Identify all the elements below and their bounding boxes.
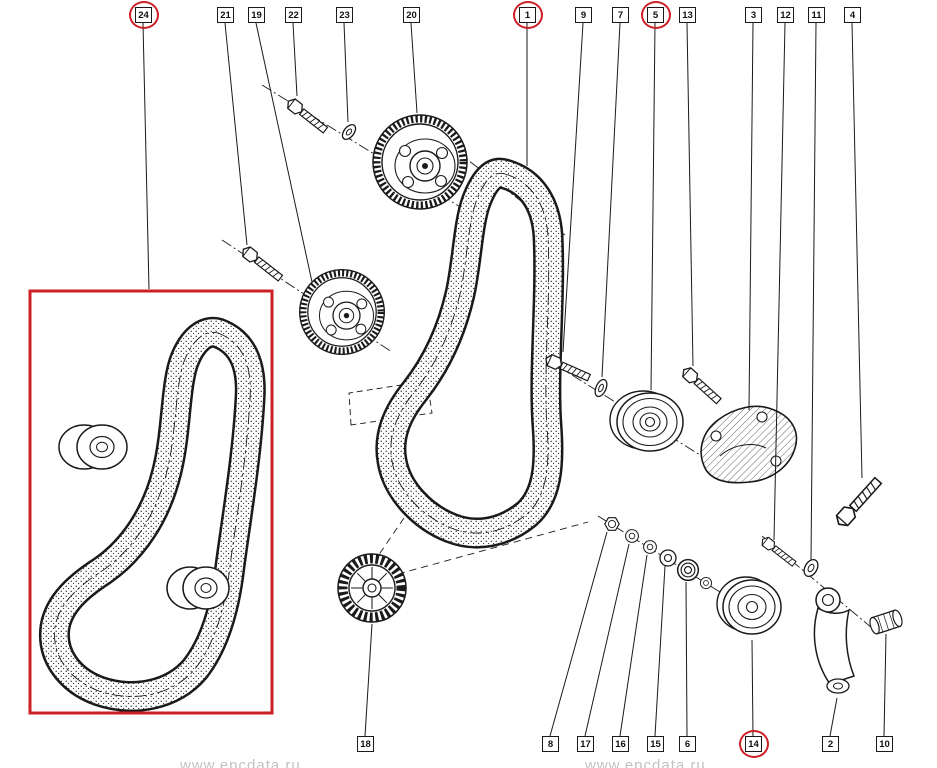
tensioner-pulley-14 bbox=[716, 576, 782, 635]
hardware-stack bbox=[604, 517, 713, 590]
part-callout[interactable]: 12 bbox=[777, 7, 794, 23]
callout-number: 21 bbox=[220, 9, 231, 21]
part-callout[interactable]: 8 bbox=[542, 736, 559, 752]
callout-number: 16 bbox=[615, 738, 626, 750]
part-callout[interactable]: 19 bbox=[248, 7, 265, 23]
part-callout[interactable]: 17 bbox=[577, 736, 594, 752]
callout-number: 12 bbox=[780, 9, 791, 21]
leader-lines bbox=[142, 22, 887, 737]
callout-number: 17 bbox=[580, 738, 591, 750]
part-callout[interactable]: 6 bbox=[679, 736, 696, 752]
callout-number: 20 bbox=[406, 9, 417, 21]
part-callout[interactable]: 20 bbox=[403, 7, 420, 23]
callout-number: 1 bbox=[524, 9, 531, 21]
watermark-text: www.epcdata.ru bbox=[180, 757, 301, 768]
mounting-bracket-3 bbox=[700, 405, 798, 484]
timing-belt bbox=[375, 157, 565, 549]
washer-7 bbox=[594, 378, 608, 398]
crankshaft-sprocket bbox=[337, 553, 407, 623]
part-callout[interactable]: 11 bbox=[808, 7, 825, 23]
part-callout[interactable]: 7 bbox=[612, 7, 629, 23]
sprocket-bolt-22 bbox=[283, 95, 330, 136]
callout-number: 19 bbox=[251, 9, 262, 21]
part-callout[interactable]: 14 bbox=[738, 730, 769, 758]
callout-number: 4 bbox=[849, 9, 856, 21]
part-callout[interactable]: 13 bbox=[679, 7, 696, 23]
callout-number: 11 bbox=[811, 9, 822, 21]
callout-number: 23 bbox=[339, 9, 350, 21]
part-callout[interactable]: 10 bbox=[876, 736, 893, 752]
tensioner-pulley-5 bbox=[609, 390, 684, 452]
callout-number: 8 bbox=[547, 738, 554, 750]
part-callout[interactable]: 22 bbox=[285, 7, 302, 23]
camshaft-sprocket bbox=[372, 114, 468, 210]
callout-number: 2 bbox=[827, 738, 834, 750]
callout-number: 15 bbox=[650, 738, 661, 750]
callout-number: 3 bbox=[750, 9, 757, 21]
part-callout[interactable]: 3 bbox=[745, 7, 762, 23]
timing-belt-kit bbox=[38, 316, 266, 712]
part-callout[interactable]: 24 bbox=[128, 1, 159, 29]
part-callout[interactable]: 18 bbox=[357, 736, 374, 752]
callout-number: 10 bbox=[879, 738, 890, 750]
part-callout[interactable]: 1 bbox=[512, 1, 543, 29]
part-callout[interactable]: 9 bbox=[575, 7, 592, 23]
part-callout[interactable]: 2 bbox=[822, 736, 839, 752]
part-callout[interactable]: 21 bbox=[217, 7, 234, 23]
spacer-bushing-10 bbox=[869, 609, 903, 635]
part-callout[interactable]: 23 bbox=[336, 7, 353, 23]
bracket-bolt-13 bbox=[679, 364, 724, 407]
intermediate-sprocket bbox=[299, 269, 385, 355]
kit-highlight-box bbox=[28, 289, 274, 715]
part-callout[interactable]: 15 bbox=[647, 736, 664, 752]
callout-number: 14 bbox=[748, 738, 759, 750]
washer-23 bbox=[341, 123, 357, 141]
callout-number: 13 bbox=[682, 9, 693, 21]
washer-11 bbox=[803, 558, 819, 578]
callout-number: 9 bbox=[580, 9, 587, 21]
kit-roller-b bbox=[166, 566, 230, 610]
part-callout[interactable]: 5 bbox=[640, 1, 671, 29]
tensioner-arm-2 bbox=[813, 587, 855, 694]
sprocket-bolt-21 bbox=[238, 243, 285, 284]
watermark-text: www.epcdata.ru bbox=[585, 757, 706, 768]
part-callout[interactable]: 16 bbox=[612, 736, 629, 752]
callout-number: 7 bbox=[617, 9, 624, 21]
part-callout[interactable]: 4 bbox=[844, 7, 861, 23]
callout-number: 5 bbox=[652, 9, 659, 21]
callout-number: 6 bbox=[684, 738, 691, 750]
long-bolt-4 bbox=[832, 474, 885, 531]
stud-12 bbox=[758, 534, 798, 569]
kit-roller-a bbox=[58, 424, 128, 470]
callout-number: 18 bbox=[360, 738, 371, 750]
callout-number: 24 bbox=[138, 9, 149, 21]
callout-number: 22 bbox=[288, 9, 299, 21]
